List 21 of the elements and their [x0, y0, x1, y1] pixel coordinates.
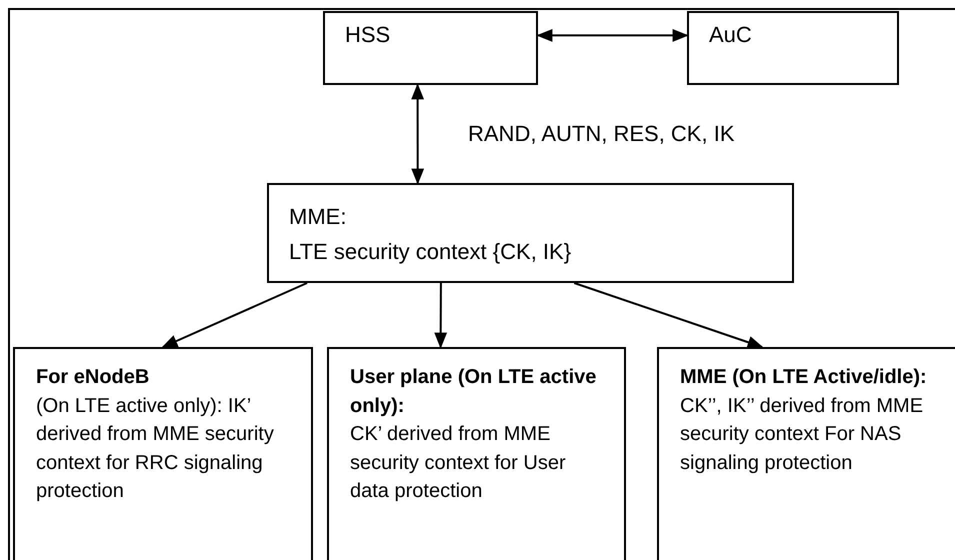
process-box — [323, 11, 538, 85]
box-text: LTE security context {CK, IK} — [289, 238, 572, 266]
arrow — [411, 83, 424, 185]
box-heading: MME (On LTE Active/idle): — [680, 365, 928, 390]
box-text: (On LTE active only): IK’ derived from MME security context for RRC signaling protection — [36, 394, 275, 504]
process-box — [13, 347, 313, 560]
box-text: CK’’, IK’’ derived from MME security context For NAS signaling protection — [680, 394, 924, 476]
box-heading: MME: — [289, 203, 348, 231]
arrow — [162, 282, 308, 348]
process-box — [327, 347, 626, 560]
arrow — [574, 282, 764, 348]
box-heading: For eNodeB — [36, 365, 150, 390]
arrow — [434, 283, 448, 349]
box-text: CK’ derived from MME security context for User data protection — [350, 422, 567, 504]
arrow — [536, 29, 689, 42]
box-heading: User plane (On LTE active only): — [350, 365, 598, 418]
process-box — [657, 347, 955, 560]
box-text: AuC — [709, 21, 753, 49]
box-text: HSS — [345, 21, 392, 49]
process-box — [687, 11, 899, 85]
process-box — [267, 183, 794, 283]
